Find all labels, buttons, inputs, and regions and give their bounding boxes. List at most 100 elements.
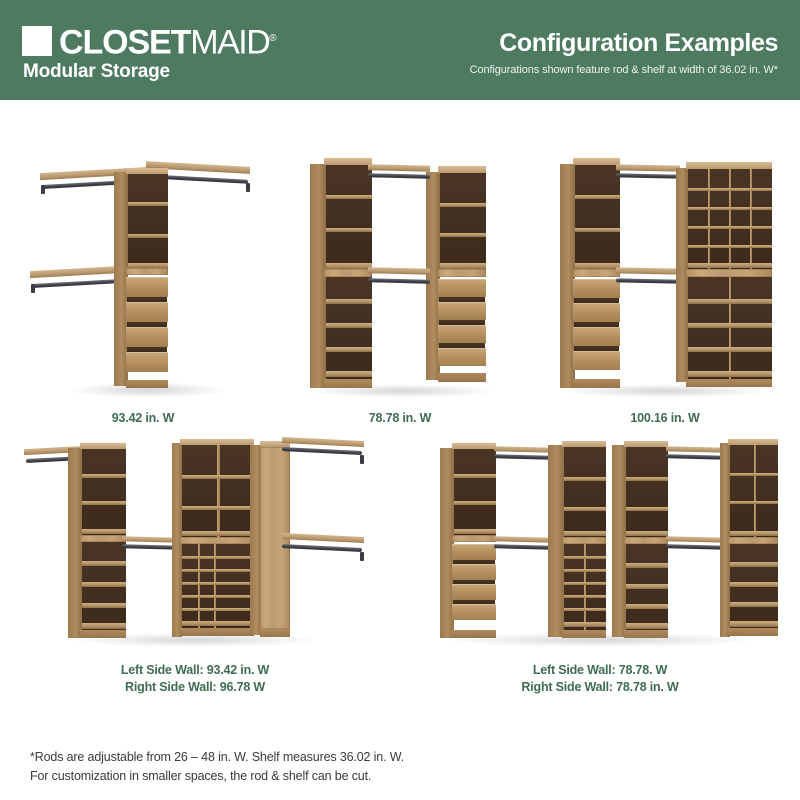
drawer: [438, 279, 486, 297]
shoe-shelf: [564, 608, 606, 611]
drawer-gap: [453, 560, 495, 564]
cubby-shelf: [182, 475, 254, 479]
unit-side-panel: [548, 445, 564, 637]
drawer-gap: [439, 297, 485, 302]
drawer-stack: [438, 277, 486, 373]
config-2-illustration: [290, 140, 510, 400]
hang-rod-mid: [616, 278, 680, 284]
caption-line: 100.16 in. W: [630, 411, 700, 425]
hang-shelf-upper: [616, 164, 680, 172]
tower-side-panel: [440, 448, 454, 638]
tower-a: [440, 443, 496, 639]
hang-rod-upper: [616, 173, 680, 179]
cubby-divider: [729, 277, 731, 379]
cubby-divider: [584, 544, 586, 630]
right-tower: [426, 166, 486, 382]
footnote-line-1: *Rods are adjustable from 26 – 48 in. W.…: [30, 750, 405, 764]
hang-rod-lower-right: [282, 544, 362, 552]
configuration-item-4: Left Side Wall: 93.42 in. W Right Side W…: [24, 425, 364, 696]
hang-shelf-mid: [368, 267, 430, 275]
cubby-shelf: [730, 531, 778, 536]
mid-divider-board: [728, 537, 778, 544]
lower-shoe-shelf-grid: [688, 277, 772, 379]
unit-top-cap: [624, 441, 668, 447]
shelf: [82, 582, 126, 587]
rod-end-cap: [31, 284, 35, 293]
upper-cubby-grid: [182, 445, 254, 537]
shoe-shelf: [564, 582, 606, 585]
logo-text-light: MAID: [190, 23, 271, 62]
drawer: [126, 302, 168, 322]
shelf: [326, 195, 372, 199]
unit-base: [624, 630, 668, 638]
cubby-shelf: [688, 245, 772, 248]
unit-side-panel: [612, 445, 626, 637]
caption-line: Left Side Wall: 93.42 in. W: [120, 663, 270, 677]
shelf: [626, 477, 668, 481]
hang-rod-b-upper: [666, 454, 728, 460]
drawer-gap: [453, 600, 495, 604]
drawer: [573, 303, 620, 322]
mid-divider-board: [80, 535, 126, 542]
shelf: [626, 604, 668, 609]
shelf: [626, 507, 668, 511]
caption-line: Right Side Wall: 78.78 in. W: [521, 680, 679, 694]
drawer-gap: [453, 580, 495, 584]
unit-top-cap: [686, 162, 772, 169]
drawer: [438, 302, 486, 320]
floor-shadow: [68, 382, 228, 398]
floor-shadow: [440, 633, 760, 647]
tower-base: [260, 629, 290, 637]
shelf: [440, 263, 486, 269]
cubby-divider: [708, 169, 710, 269]
mid-divider-board: [686, 269, 772, 277]
logo-lockup: CLOSETMAID®: [22, 24, 277, 59]
brand-block: CLOSETMAID® Modular Storage: [22, 24, 277, 83]
cubby-shelf: [182, 531, 254, 536]
shelf: [564, 477, 606, 481]
hang-rod-mid-left: [122, 544, 178, 550]
mid-divider-board: [126, 268, 168, 275]
rod-end-cap: [360, 455, 364, 464]
lower-shelf-cavity: [326, 277, 372, 379]
lower-shelf-cavity: [730, 544, 778, 628]
shoe-shelf: [688, 371, 772, 377]
cubby-shelf: [730, 501, 778, 504]
shelf: [626, 531, 668, 536]
drawer: [126, 277, 168, 297]
shelf: [128, 202, 168, 206]
shoe-shelf: [182, 595, 254, 598]
shelf: [326, 228, 372, 232]
tower-top-cap: [438, 166, 486, 173]
caption-line: 93.42 in. W: [111, 411, 175, 425]
shoe-shelf: [564, 556, 606, 559]
shelf: [575, 228, 620, 232]
cubby-divider: [217, 445, 220, 537]
shelf: [626, 584, 668, 589]
shoe-shelf: [182, 582, 254, 585]
mid-divider-board: [573, 269, 620, 277]
lower-cubby-grid: [564, 544, 606, 630]
cubby-divider: [729, 169, 731, 269]
hang-shelf-b-mid: [666, 536, 728, 543]
upper-cubby-grid: [688, 169, 772, 269]
tower-side-panel: [114, 172, 128, 386]
tower-base: [126, 380, 168, 388]
cubby-divider: [750, 169, 752, 269]
tower-top-cap: [324, 158, 372, 165]
shelf: [82, 474, 126, 478]
mid-divider-board: [624, 537, 668, 544]
drawer-stack: [452, 542, 496, 630]
shelf: [326, 323, 372, 328]
unit-base: [686, 379, 772, 387]
shelf: [326, 371, 372, 377]
unit-base: [180, 628, 254, 636]
center-cubby-tower: [172, 439, 254, 639]
shoe-shelf: [182, 569, 254, 572]
floor-shadow: [70, 633, 320, 647]
upper-shelf-cavity: [564, 447, 606, 537]
shelf: [454, 529, 496, 534]
tower-side-panel: [560, 164, 575, 388]
mid-divider-board: [324, 269, 372, 277]
drawer: [452, 584, 496, 600]
